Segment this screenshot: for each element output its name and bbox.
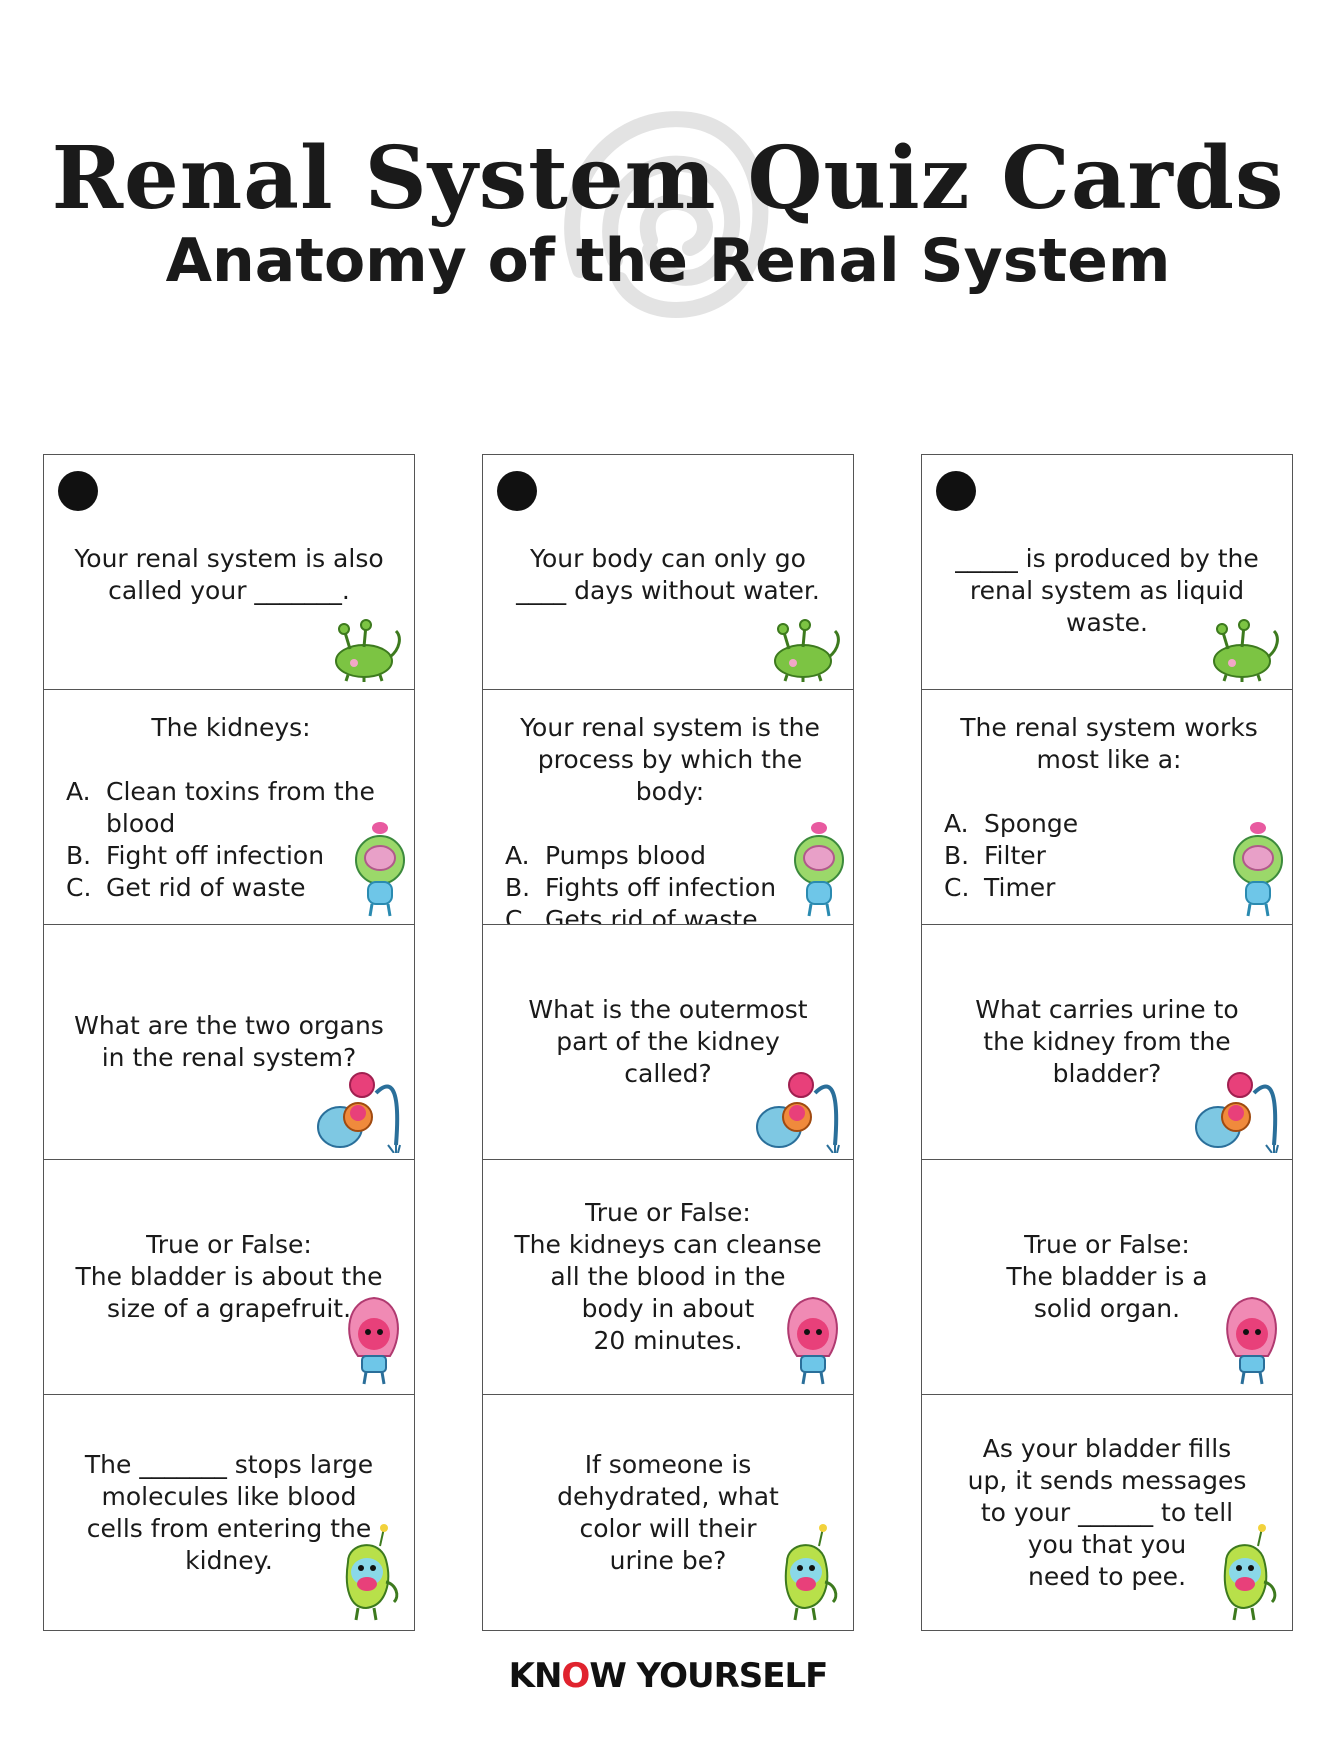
- option-text: Fights off infection: [545, 873, 777, 902]
- brain-jar-mascot-icon: [794, 822, 844, 917]
- brand-text: KN: [508, 1656, 563, 1696]
- card-column-1: Your renal system is also called your __…: [43, 454, 415, 1631]
- option-text: Fight off infection: [106, 841, 325, 870]
- heart-mascot-icon: [1226, 1296, 1277, 1385]
- card-question: The _______ stops large molecules like b…: [84, 1449, 374, 1575]
- option-text: Get rid of waste: [106, 873, 306, 902]
- answer-option: C. Gets rid of waste: [505, 904, 835, 925]
- option-text: Pumps blood: [545, 841, 706, 870]
- quiz-card: The _______ stops large molecules like b…: [44, 1395, 414, 1630]
- heart-mascot-icon: [348, 1296, 399, 1385]
- option-letter: C.: [505, 905, 531, 925]
- quiz-card: True or False: The kidneys can cleanse a…: [483, 1160, 853, 1395]
- quiz-card: _____ is produced by the renal system as…: [922, 455, 1292, 690]
- quiz-card: True or False: The bladder is a solid or…: [922, 1160, 1292, 1395]
- hole-punch-dot: [58, 471, 98, 511]
- option-letter: B.: [66, 841, 92, 870]
- card-question: True or False: The bladder is a solid or…: [1006, 1230, 1208, 1323]
- kidney-vacuum-mascot-icon: [756, 1072, 840, 1153]
- option-text: Sponge: [984, 809, 1079, 838]
- answer-options: A. Sponge B. Filter C. Timer: [944, 808, 1274, 904]
- card-question: Your renal system is the process by whic…: [520, 713, 820, 806]
- card-question: What are the two organs in the renal sys…: [74, 1011, 384, 1072]
- card-question: What is the outermost part of the kidney…: [528, 995, 808, 1088]
- answer-option: B. Fights off infection: [505, 872, 835, 904]
- option-letter: B.: [944, 841, 970, 870]
- card-question: _____ is produced by the renal system as…: [955, 544, 1259, 637]
- green-monster-icon: [1223, 1524, 1277, 1621]
- multiple-choice-question: The renal system works most like a: A. Sp…: [944, 712, 1274, 904]
- multiple-choice-question: The kidneys: A. Clean toxins from the blo…: [66, 712, 396, 904]
- answer-options: A. Pumps blood B. Fights off infection C. G…: [505, 840, 835, 925]
- quiz-card: As your bladder fills up, it sends messa…: [922, 1395, 1292, 1630]
- card-question: True or False: The kidneys can cleanse a…: [514, 1198, 822, 1355]
- card-question: If someone is dehydrated, what color wil…: [557, 1449, 779, 1575]
- quiz-card: What carries urine to the kidney from th…: [922, 925, 1292, 1160]
- option-text: Timer: [984, 873, 1056, 902]
- quiz-card: What is the outermost part of the kidney…: [483, 925, 853, 1160]
- green-alien-icon: [335, 619, 401, 682]
- brain-jar-mascot-icon: [1233, 822, 1283, 917]
- answer-options: A. Clean toxins from the blood B. Fight of…: [66, 776, 396, 904]
- hole-punch-dot: [936, 471, 976, 511]
- card-question: True or False: The bladder is about the …: [75, 1230, 383, 1323]
- green-monster-icon: [784, 1524, 838, 1621]
- answer-option: C. Get rid of waste: [66, 872, 396, 904]
- option-letter: A.: [505, 841, 530, 870]
- card-question: What carries urine to the kidney from th…: [975, 995, 1239, 1088]
- quiz-card: The renal system works most like a: A. Sp…: [922, 690, 1292, 925]
- quiz-card: What are the two organs in the renal sys…: [44, 925, 414, 1160]
- option-letter: A.: [66, 777, 91, 806]
- green-alien-icon: [1213, 619, 1279, 682]
- option-text: Filter: [984, 841, 1046, 870]
- brand-text: W YOURSELF: [589, 1656, 828, 1696]
- brain-jar-mascot-icon: [355, 822, 405, 917]
- option-letter: A.: [944, 809, 969, 838]
- card-question: As your bladder fills up, it sends messa…: [967, 1433, 1247, 1591]
- quiz-card: True or False: The bladder is about the …: [44, 1160, 414, 1395]
- hole-punch-dot: [497, 471, 537, 511]
- answer-option: A. Pumps blood: [505, 840, 835, 872]
- page-subtitle: Anatomy of the Renal System: [165, 226, 1171, 296]
- multiple-choice-question: Your renal system is the process by whic…: [505, 712, 835, 925]
- green-monster-icon: [345, 1524, 399, 1621]
- option-letter: C.: [944, 873, 970, 902]
- option-text: Clean toxins from the blood: [106, 777, 375, 838]
- card-column-2: Your body can only go ____ days without …: [482, 454, 854, 1631]
- card-question: The kidneys:: [151, 713, 311, 742]
- answer-option: B. Filter: [944, 840, 1274, 872]
- fingerprint-watermark-icon: [564, 111, 769, 318]
- card-question: Your renal system is also called your __…: [74, 544, 384, 605]
- kidney-vacuum-mascot-icon: [1195, 1072, 1279, 1153]
- answer-option: B. Fight off infection: [66, 840, 396, 872]
- quiz-card: The kidneys: A. Clean toxins from the blo…: [44, 690, 414, 925]
- answer-option: A. Clean toxins from the blood: [66, 776, 396, 840]
- option-text: Gets rid of waste: [545, 905, 758, 925]
- quiz-card: If someone is dehydrated, what color wil…: [483, 1395, 853, 1630]
- answer-option: A. Sponge: [944, 808, 1274, 840]
- card-question: Your body can only go ____ days without …: [516, 544, 820, 605]
- brand-fingerprint-o: O: [561, 1656, 590, 1696]
- answer-option: C. Timer: [944, 872, 1274, 904]
- option-letter: B.: [505, 873, 531, 902]
- option-letter: C.: [66, 873, 92, 902]
- heart-mascot-icon: [787, 1296, 838, 1385]
- quiz-card: Your renal system is the process by whic…: [483, 690, 853, 925]
- card-question: The renal system works most like a:: [960, 713, 1258, 774]
- brand-logo: KNOW YOURSELF: [0, 1656, 1336, 1696]
- quiz-card: Your body can only go ____ days without …: [483, 455, 853, 690]
- quiz-card: Your renal system is also called your __…: [44, 455, 414, 690]
- card-column-3: _____ is produced by the renal system as…: [921, 454, 1293, 1631]
- page-title: Renal System Quiz Cards: [51, 128, 1285, 229]
- kidney-vacuum-mascot-icon: [317, 1072, 401, 1153]
- green-alien-icon: [774, 619, 840, 682]
